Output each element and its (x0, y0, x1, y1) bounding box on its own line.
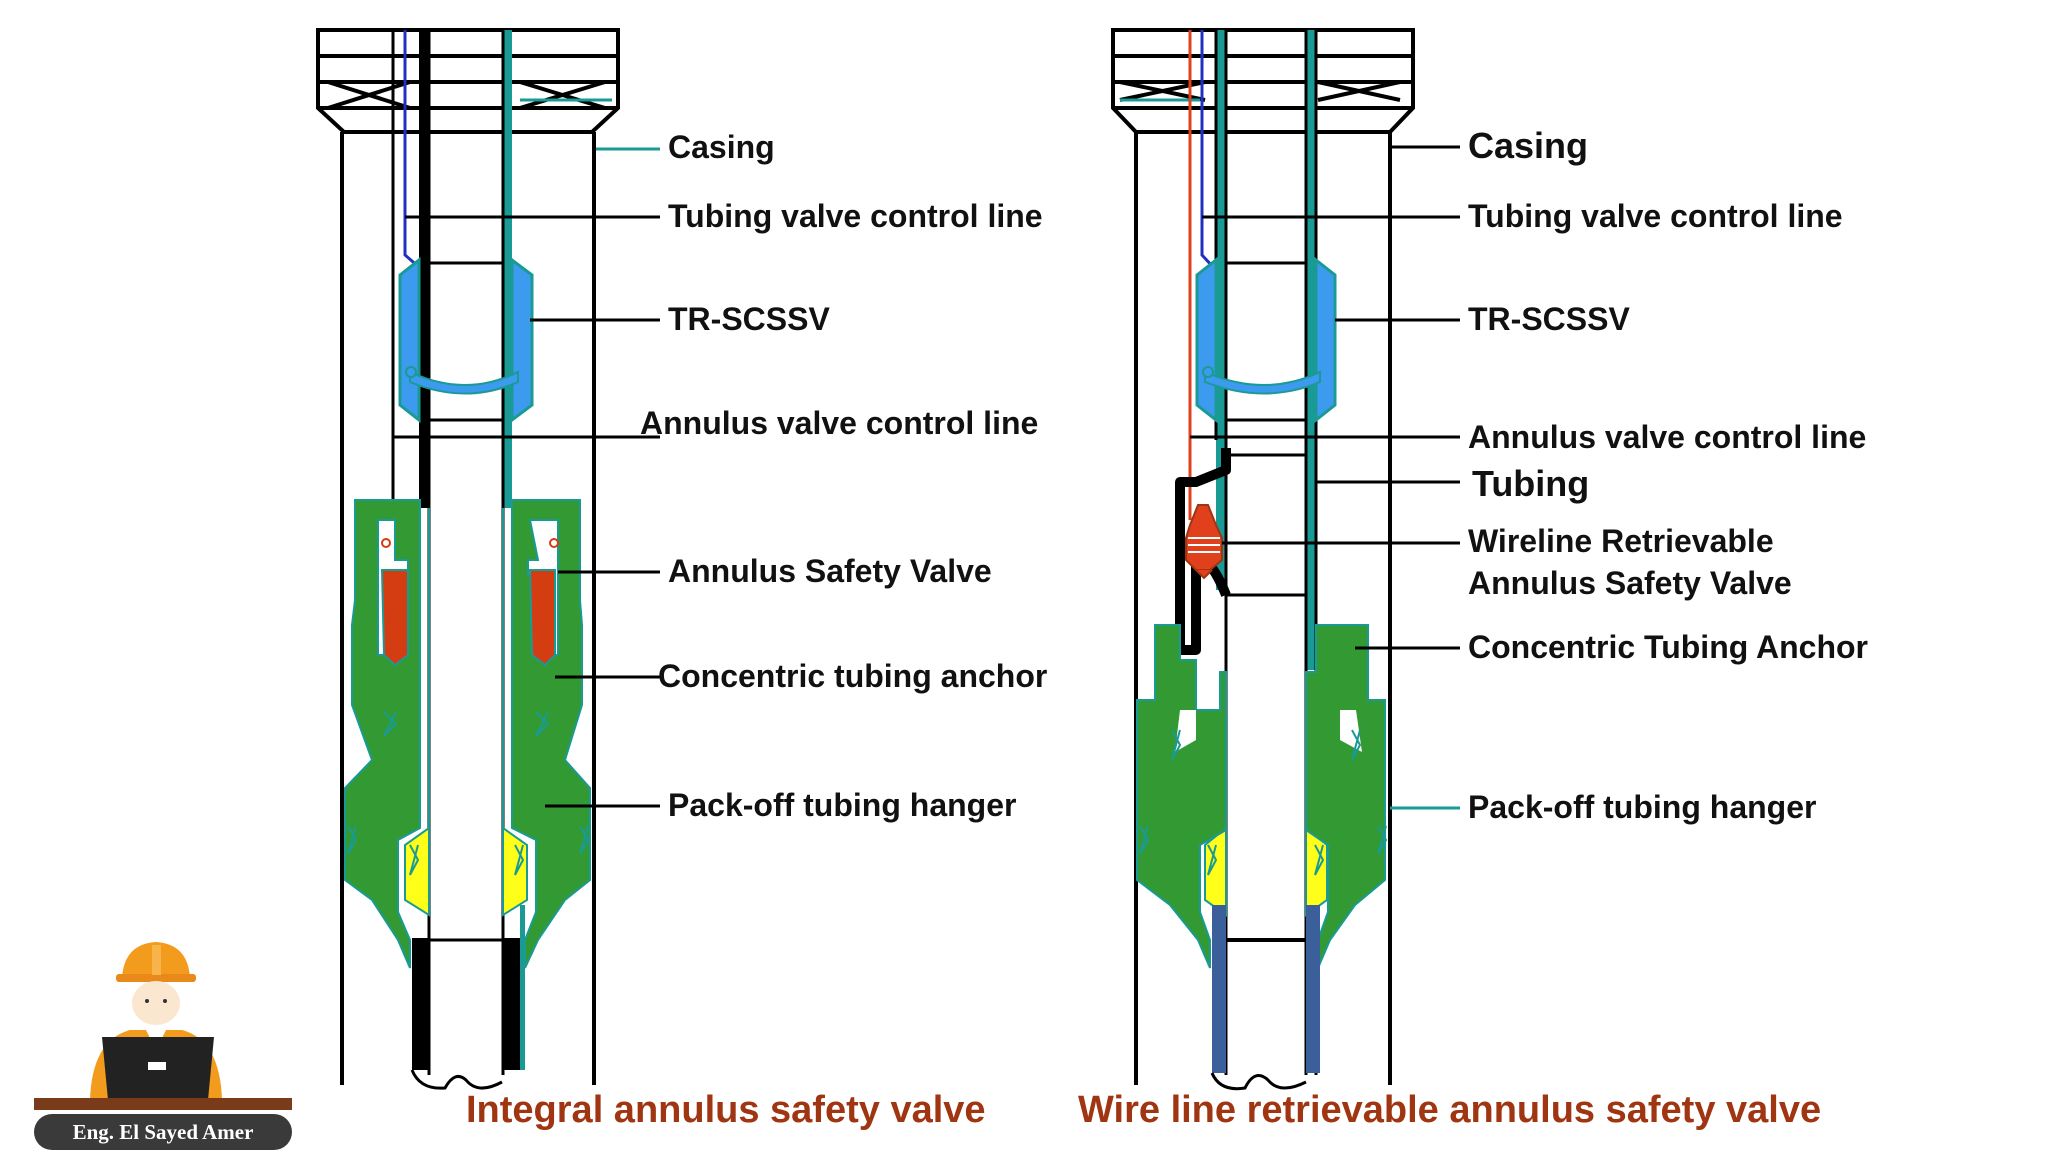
left-tubing-control-line (403, 30, 421, 270)
left-label-annulus-safety-valve: Annulus Safety Valve (668, 553, 992, 589)
right-well-diagram: Casing Tubing valve control line TR-SCSS… (1078, 28, 1868, 1131)
right-label-wireline-line1: Wireline Retrievable (1468, 523, 1774, 559)
right-label-tubing-control-line: Tubing valve control line (1468, 198, 1843, 234)
right-label-packoff-hanger: Pack-off tubing hanger (1468, 789, 1816, 825)
left-caption: Integral annulus safety valve (466, 1089, 986, 1131)
right-label-trscssv: TR-SCSSV (1468, 301, 1630, 337)
right-tubing (1214, 30, 1318, 1075)
left-annulus-safety-valve (344, 499, 591, 969)
left-lower-tubing (410, 905, 525, 1090)
left-label-tubing-control-line: Tubing valve control line (668, 198, 1043, 234)
right-wireline-annulus-safety-valve (1175, 448, 1231, 655)
author-avatar: Eng. El Sayed Amer (34, 942, 292, 1150)
right-label-wireline-line2: Annulus Safety Valve (1468, 565, 1792, 601)
right-label-tubing: Tubing (1472, 463, 1589, 504)
left-label-trscssv: TR-SCSSV (668, 301, 830, 337)
left-casing (340, 132, 596, 1085)
right-caption: Wire line retrievable annulus safety val… (1078, 1089, 1821, 1131)
left-wellhead (316, 28, 620, 134)
right-tubing-anchor (1136, 624, 1386, 969)
right-label-annulus-control-line: Annulus valve control line (1468, 419, 1866, 455)
left-label-annulus-control-line: Annulus valve control line (640, 405, 1038, 441)
right-lower-tubing (1210, 905, 1320, 1091)
right-wellhead (1111, 28, 1415, 134)
left-well-diagram: Casing Tubing valve control line TR-SCSS… (316, 28, 1047, 1131)
left-label-tubing-anchor: Concentric tubing anchor (658, 658, 1047, 694)
left-label-packoff-hanger: Pack-off tubing hanger (668, 787, 1016, 823)
left-tubing (419, 30, 512, 1075)
left-trscssv (398, 256, 534, 424)
right-trscssv (1195, 256, 1337, 424)
right-label-tubing-anchor: Concentric Tubing Anchor (1468, 629, 1868, 665)
left-label-casing: Casing (668, 129, 775, 165)
author-name: Eng. El Sayed Amer (73, 1120, 254, 1144)
right-tubing-control-line (1200, 30, 1216, 270)
right-casing (1134, 132, 1392, 1085)
right-label-casing: Casing (1468, 125, 1588, 166)
